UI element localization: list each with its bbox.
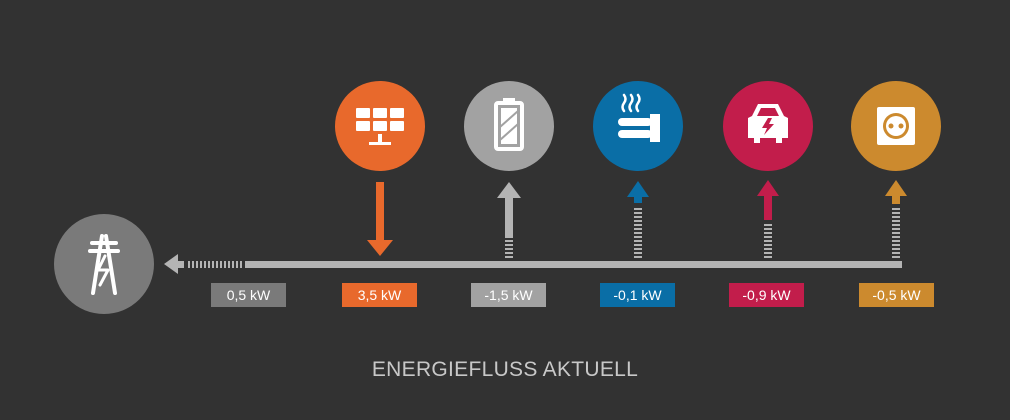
socket-flow-dashes bbox=[892, 207, 900, 260]
car-flow-arrowhead bbox=[757, 180, 779, 196]
battery-icon bbox=[494, 98, 524, 151]
flow-bus-line bbox=[245, 261, 902, 268]
grid-flow-arrow-stem bbox=[176, 261, 184, 268]
car-value-badge: -0,9 kW bbox=[729, 283, 804, 307]
solar-flow-arrowhead bbox=[367, 240, 393, 256]
car-flow-dashes bbox=[764, 222, 772, 260]
battery-flow-line bbox=[505, 196, 513, 238]
grid-node[interactable] bbox=[54, 214, 154, 314]
heating-value-badge: -0,1 kW bbox=[600, 283, 675, 307]
battery-flow-arrowhead bbox=[497, 182, 521, 198]
socket-flow-arrowhead bbox=[885, 180, 907, 196]
electric-car-icon bbox=[748, 104, 788, 143]
grid-flow-arrowhead bbox=[164, 254, 178, 274]
solar-panel-icon bbox=[356, 108, 404, 145]
grid-value-badge: 0,5 kW bbox=[211, 283, 286, 307]
solar-value-badge: 3,5 kW bbox=[342, 283, 417, 307]
heating-flow-dashes bbox=[634, 206, 642, 260]
power-socket-icon bbox=[877, 107, 915, 145]
car-node[interactable] bbox=[723, 81, 813, 260]
battery-value-badge: -1,5 kW bbox=[471, 283, 546, 307]
car-flow-line bbox=[764, 194, 772, 220]
diagram-caption: ENERGIEFLUSS AKTUELL bbox=[371, 358, 639, 381]
solar-flow-line bbox=[376, 182, 384, 242]
socket-value-badge: -0,5 kW bbox=[859, 283, 934, 307]
socket-flow-stem bbox=[892, 194, 900, 204]
socket-node[interactable] bbox=[851, 81, 941, 260]
grid-circle bbox=[54, 214, 154, 314]
grid-flow-dashes bbox=[186, 261, 242, 268]
heating-flow-arrowhead bbox=[627, 181, 649, 197]
solar-node[interactable] bbox=[335, 81, 425, 256]
battery-flow-dashes bbox=[505, 239, 513, 259]
heating-flow-stem bbox=[634, 195, 642, 203]
heater-icon bbox=[618, 93, 660, 142]
battery-node[interactable] bbox=[464, 81, 554, 259]
power-pylon-icon bbox=[88, 234, 120, 295]
heating-node[interactable] bbox=[593, 81, 683, 260]
